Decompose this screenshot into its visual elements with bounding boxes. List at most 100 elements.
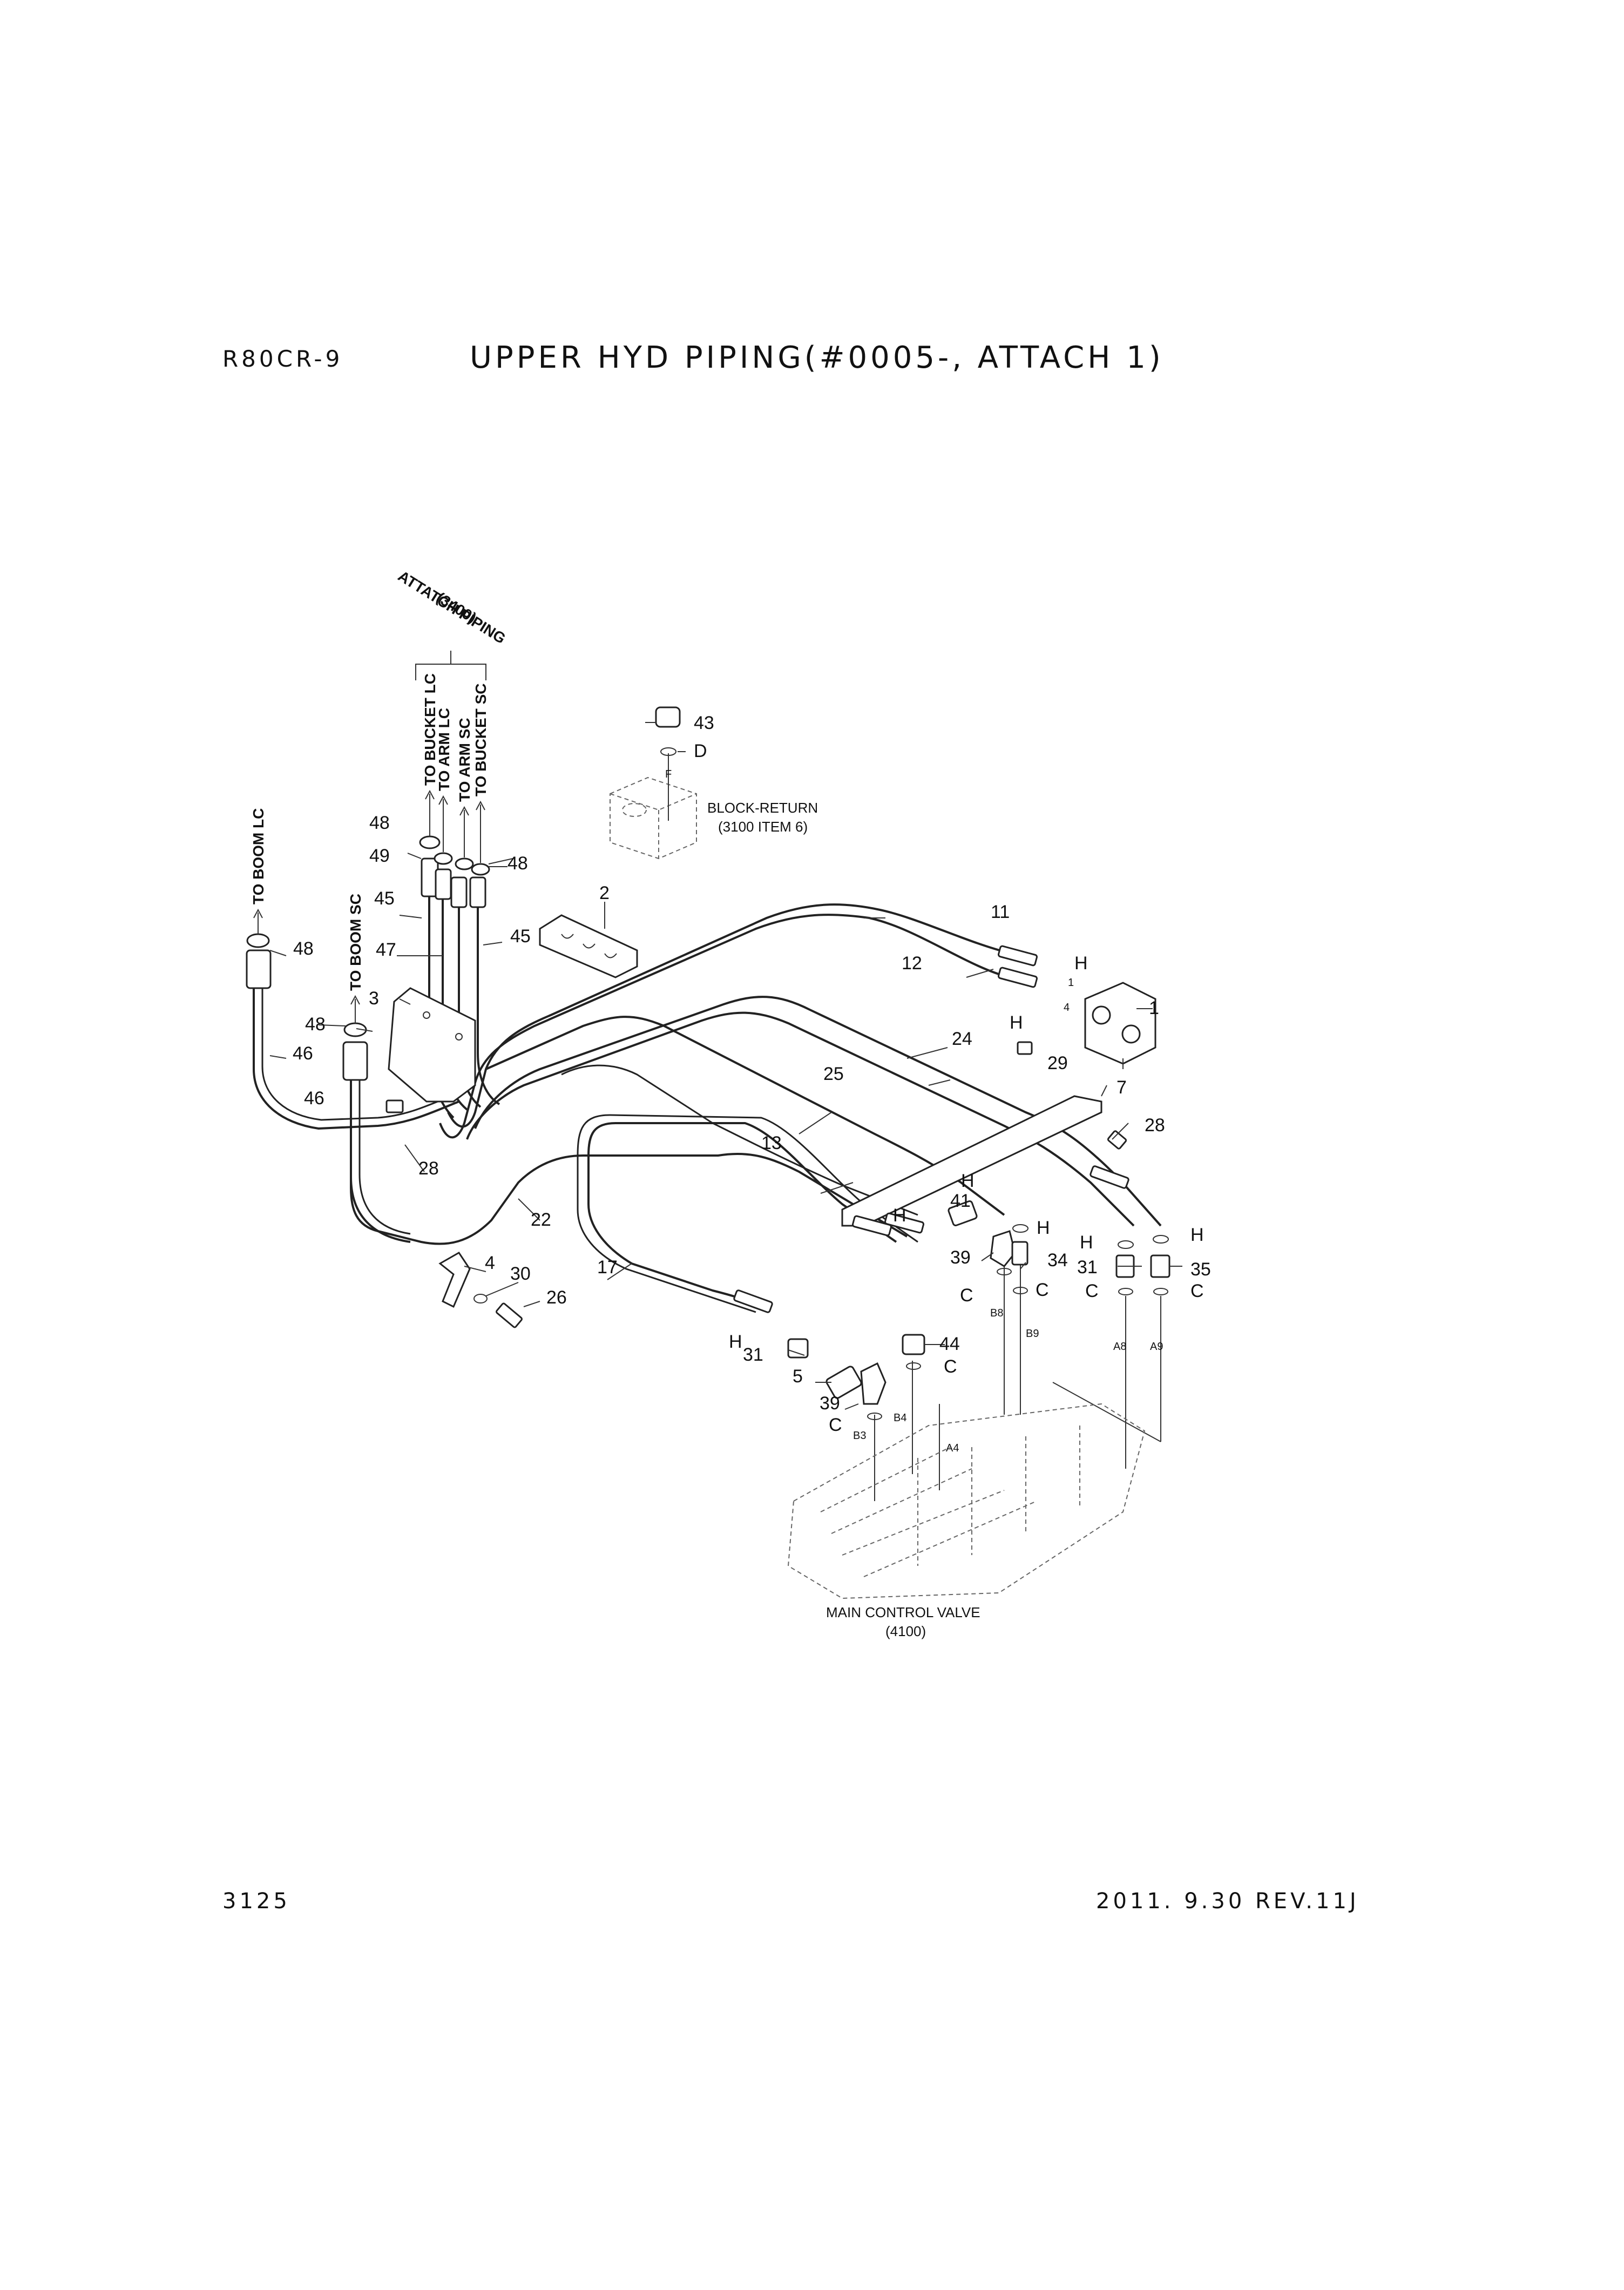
hose-end-47: [435, 868, 452, 900]
bracket-3: [388, 987, 476, 1103]
port-a9: A9: [1150, 1341, 1163, 1353]
model-code: R80CR-9: [222, 346, 343, 372]
connector-35: [1150, 1254, 1170, 1278]
port-1: 1: [1068, 977, 1074, 989]
crimp-24: [1090, 1165, 1129, 1189]
bolt-28-left: [385, 1099, 404, 1113]
block-return-ref: (3100 ITEM 6): [718, 819, 808, 835]
callout-26: 26: [546, 1287, 567, 1308]
bolt-29: [1017, 1041, 1033, 1055]
port-b4: B4: [894, 1412, 906, 1424]
arrow-to-boom-sc: [350, 995, 360, 1023]
callout-h-4: H: [1010, 1012, 1023, 1033]
page-title: UPPER HYD PIPING(#0005-, ATTACH 1): [470, 340, 1164, 375]
callout-h-1: H: [1074, 953, 1088, 974]
block-return-outline: [610, 776, 697, 860]
callout-12: 12: [902, 953, 922, 974]
components: [246, 651, 1170, 1420]
callout-h-41: H: [961, 1171, 975, 1191]
callout-28-right: 28: [1145, 1115, 1165, 1136]
callout-29: 29: [1047, 1053, 1068, 1073]
valve-risers: [874, 1258, 1161, 1501]
callout-c-b9: C: [1036, 1280, 1049, 1300]
bracket-3-hole: [423, 1011, 430, 1019]
hose-46-boom-lc-inner: [261, 988, 454, 1121]
callout-c-b8: C: [960, 1285, 973, 1306]
hose-46-boom-sc-inner: [358, 1080, 411, 1235]
o-ring-c-44: [906, 1362, 921, 1370]
port-b9: B9: [1026, 1328, 1039, 1340]
hose-46-boom-lc: [253, 988, 459, 1130]
callout-17: 17: [597, 1257, 618, 1278]
elbow-39-upper: [990, 1230, 1016, 1267]
hose-46-boom-sc: [350, 1080, 411, 1243]
clamp-2-slots: [561, 934, 617, 958]
callout-43: 43: [694, 713, 714, 733]
pipe-12: [439, 914, 1010, 1139]
callout-48-right: 48: [508, 853, 528, 874]
bolt-26: [496, 1302, 523, 1328]
manifold-block-1: [1084, 982, 1156, 1065]
elbow-39-lower: [860, 1362, 887, 1405]
cap-49: [434, 852, 453, 865]
o-ring-h-b9: [1012, 1224, 1028, 1233]
callout-44: 44: [939, 1334, 960, 1354]
callout-25: 25: [823, 1064, 844, 1084]
crimp-25: [884, 1212, 924, 1234]
cap-48-left: [246, 933, 270, 948]
pipe-22: [350, 1080, 908, 1245]
callout-c-39: C: [829, 1415, 842, 1435]
callout-3: 3: [369, 988, 379, 1009]
bracket-3-hole: [455, 1033, 463, 1041]
hose-end-46-left: [246, 949, 272, 989]
callout-31-left: 31: [743, 1345, 763, 1365]
o-ring-h-a9: [1153, 1235, 1169, 1244]
port-a8: A8: [1113, 1341, 1126, 1353]
pipe-bundle: [253, 896, 1162, 1313]
callout-30: 30: [510, 1264, 531, 1284]
callout-48-mid: 48: [305, 1014, 326, 1035]
callout-13: 13: [761, 1133, 782, 1153]
pipe-17: [587, 1122, 897, 1308]
block-return-port: [622, 803, 647, 817]
crimp-12: [998, 967, 1038, 988]
callout-h-b9: H: [1037, 1218, 1050, 1238]
to-bucket-lc-label: TO BUCKET LC: [422, 673, 438, 786]
tee-41: [948, 1200, 978, 1226]
callout-34: 34: [1047, 1250, 1068, 1271]
callout-5: 5: [793, 1366, 803, 1387]
o-ring-c-39-lower: [867, 1413, 882, 1420]
port-b3: B3: [853, 1430, 866, 1442]
pipe-13-branch: [561, 1064, 918, 1216]
arrow-to-arm-sc: [459, 806, 469, 857]
pipe-13: [466, 1011, 1135, 1227]
o-ring-d: [660, 747, 676, 756]
callout-7: 7: [1116, 1077, 1127, 1098]
callout-49: 49: [369, 846, 390, 866]
callout-39-upper: 39: [950, 1247, 971, 1268]
callout-c-a8: C: [1085, 1281, 1099, 1301]
callout-1: 1: [1149, 998, 1159, 1018]
valve-internal-detail: [820, 1426, 1080, 1577]
block-return-drawing: [610, 753, 697, 860]
to-boom-sc-label: TO BOOM SC: [347, 894, 364, 991]
block-return-label: BLOCK-RETURN: [707, 800, 818, 816]
arrow-to-boom-lc: [253, 908, 263, 934]
crimp-17: [733, 1289, 773, 1313]
crimp-11: [998, 945, 1038, 967]
valve-outline: [787, 1403, 1146, 1599]
to-arm-lc-label: TO ARM LC: [436, 708, 452, 791]
main-control-valve-ref: (4100): [885, 1623, 926, 1639]
washer-30: [473, 1294, 488, 1303]
clamp-2: [539, 914, 638, 978]
page-number: 3125: [222, 1889, 290, 1914]
o-ring-c-a8: [1118, 1288, 1133, 1295]
pipe-24: [474, 996, 1162, 1227]
callout-39-lower: 39: [820, 1393, 840, 1414]
callout-46-left: 46: [293, 1043, 313, 1064]
hose-end-46-right: [342, 1041, 368, 1081]
callout-35: 35: [1190, 1259, 1211, 1280]
connector-31-left: [787, 1338, 809, 1359]
adapter-5: [825, 1366, 862, 1399]
